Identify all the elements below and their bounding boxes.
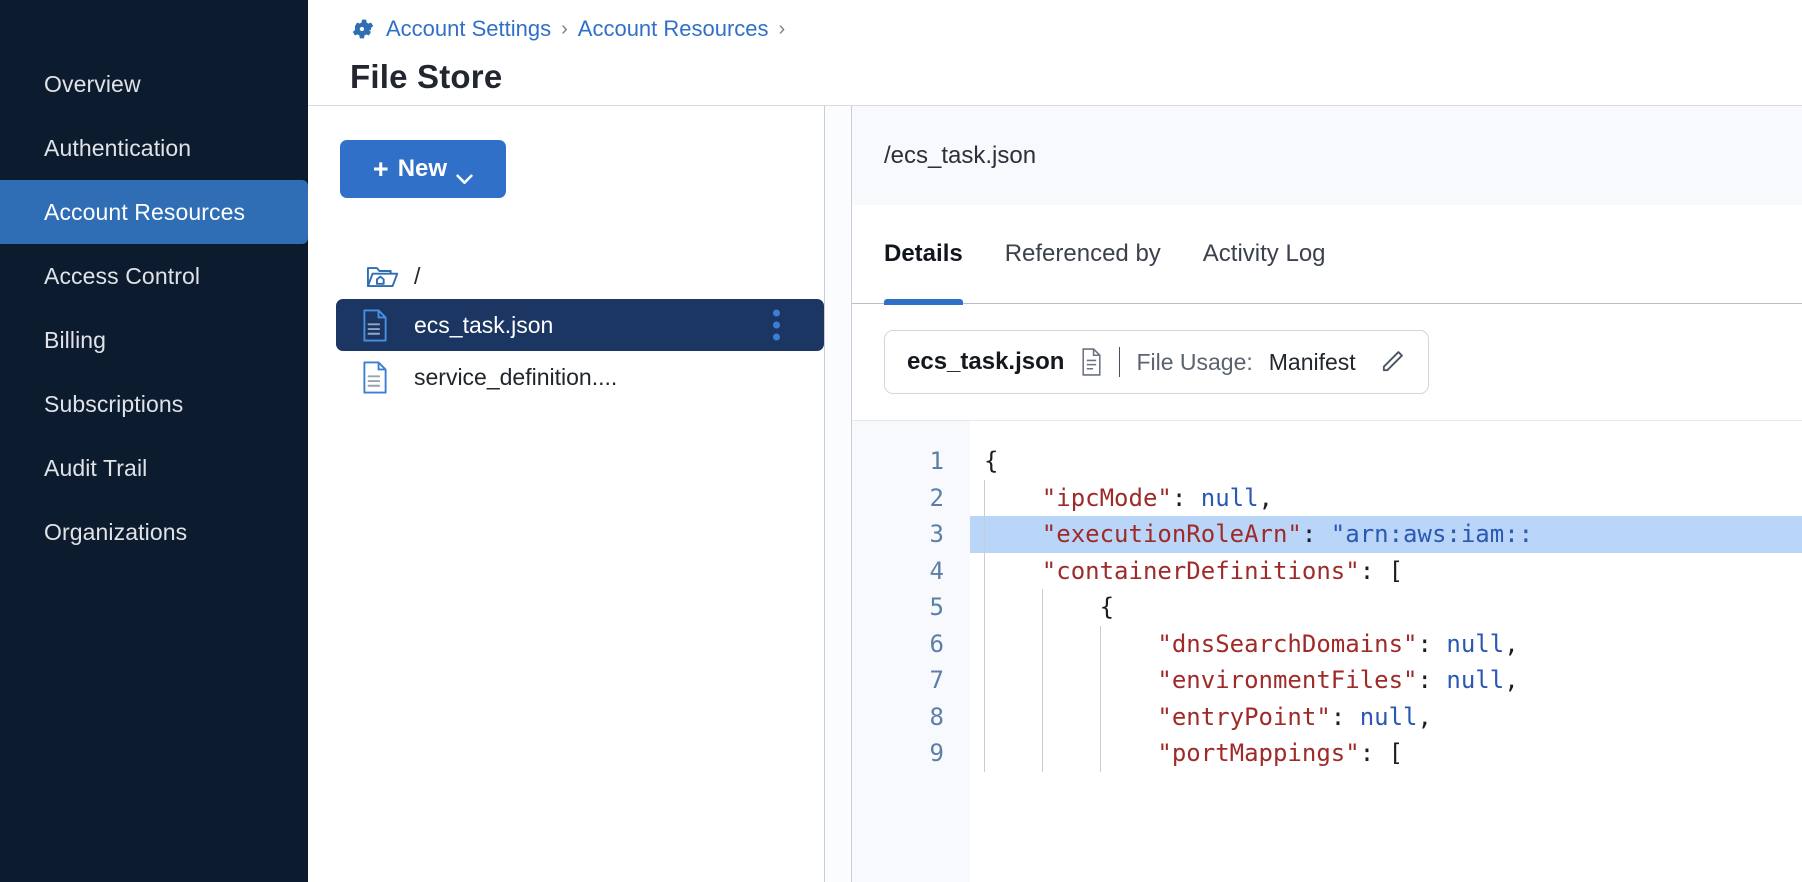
chevron-down-icon [456, 164, 473, 184]
tab-referenced-by[interactable]: Referenced by [1005, 205, 1161, 304]
code-line: { [984, 447, 999, 475]
detail-tabs: Details Referenced by Activity Log [852, 205, 1802, 305]
tab-activity-log[interactable]: Activity Log [1203, 205, 1326, 304]
file-usage-filename: ecs_task.json [907, 348, 1065, 375]
tree-file-row[interactable]: ecs_task.json [336, 299, 824, 351]
sidebar-item-account-resources[interactable]: Account Resources [0, 180, 308, 244]
tree-file-label: ecs_task.json [414, 311, 554, 338]
line-number: 7 [929, 666, 944, 694]
new-button-label: New [397, 155, 448, 182]
breadcrumb-link-account-settings[interactable]: Account Settings [386, 16, 552, 41]
line-number: 6 [929, 629, 944, 658]
file-path-bar: /ecs_task.json [852, 106, 1802, 205]
gear-icon [350, 16, 376, 42]
file-tree-panel: + New / ecs_task.json service_definition..… [308, 106, 824, 882]
tab-label: Details [884, 240, 963, 267]
sidebar-item-overview[interactable]: Overview [0, 52, 308, 116]
editor-line-numbers: 1 2 3 4 5 6 7 8 9 [852, 421, 970, 882]
line-number: 8 [929, 702, 944, 731]
sidebar-item-label: Audit Trail [44, 454, 148, 481]
code-editor[interactable]: 1 2 3 4 5 6 7 8 9 { "ipcMode": null,"executionRol… [852, 420, 1802, 882]
code-line: "entryPoint": null, [970, 698, 1802, 735]
tree-root-label: / [414, 262, 421, 289]
breadcrumb-separator: › [778, 17, 786, 40]
code-line: "dnsSearchDomains": null, [970, 625, 1802, 662]
sidebar-item-organizations[interactable]: Organizations [0, 500, 308, 564]
sidebar-item-label: Subscriptions [44, 390, 184, 417]
new-button[interactable]: + New [340, 140, 506, 198]
usage-divider [1119, 347, 1121, 377]
file-path-text: /ecs_task.json [884, 141, 1037, 169]
page-title: File Store [350, 58, 503, 95]
sidebar-item-authentication[interactable]: Authentication [0, 116, 308, 180]
tree-root-folder[interactable]: / [336, 253, 824, 299]
line-number: 5 [929, 593, 944, 621]
file-usage-box: ecs_task.json File Usage: Manifest [884, 330, 1429, 394]
panel-resizer[interactable] [824, 106, 852, 882]
code-line: "environmentFiles": null, [970, 662, 1802, 699]
main-content: Account Settings › Account Resources › F… [308, 0, 1802, 882]
page-header: Account Settings › Account Resources › F… [308, 0, 1802, 106]
tab-label: Referenced by [1004, 240, 1161, 267]
line-number: 1 [929, 447, 944, 475]
code-line: "containerDefinitions": [ [970, 552, 1802, 589]
file-usage-section: ecs_task.json File Usage: Manifest [852, 304, 1802, 420]
breadcrumb-separator: › [561, 17, 568, 40]
sidebar-item-label: Billing [44, 326, 107, 353]
code-line: "portMappings": [ [970, 735, 1802, 772]
kebab-menu-icon[interactable] [773, 309, 780, 341]
document-icon [1080, 348, 1103, 376]
code-line: "executionRoleArn": "arn:aws:iam:: [970, 516, 1802, 553]
file-detail-panel: /ecs_task.json Details Referenced by Activ… [852, 106, 1802, 882]
breadcrumb: Account Settings › Account Resources › [350, 8, 1802, 50]
sidebar-item-label: Authentication [44, 134, 192, 161]
sidebar-item-label: Account Resources [44, 198, 246, 225]
line-number: 9 [929, 739, 944, 767]
sidebar-item-label: Access Control [44, 262, 201, 289]
sidebar-item-label: Overview [44, 70, 141, 97]
breadcrumb-link-account-resources[interactable]: Account Resources [577, 16, 769, 41]
tree-file-label: service_definition.... [414, 363, 618, 390]
line-number: 2 [929, 483, 944, 512]
line-number: 4 [929, 556, 944, 585]
line-number: 3 [929, 520, 944, 548]
editor-code-area[interactable]: { "ipcMode": null,"executionRoleArn": "ar… [970, 421, 1802, 882]
plus-icon: + [372, 153, 389, 184]
sidebar-item-subscriptions[interactable]: Subscriptions [0, 372, 308, 436]
pencil-icon[interactable] [1378, 348, 1406, 376]
file-usage-value: Manifest [1268, 348, 1356, 375]
sidebar-item-access-control[interactable]: Access Control [0, 244, 308, 308]
tree-file-row[interactable]: service_definition.... [336, 351, 824, 403]
sidebar-item-billing[interactable]: Billing [0, 308, 308, 372]
sidebar-item-audit-trail[interactable]: Audit Trail [0, 436, 308, 500]
code-line: { [970, 589, 1802, 626]
file-json-icon [362, 360, 396, 394]
file-usage-label: File Usage: [1136, 348, 1253, 375]
folder-open-home-icon [366, 263, 400, 290]
file-tree: / ecs_task.json service_definition.... [336, 253, 824, 403]
tab-label: Activity Log [1202, 240, 1326, 267]
code-line: "ipcMode": null, [970, 479, 1802, 516]
sidebar-item-label: Organizations [44, 518, 188, 545]
file-json-icon [362, 308, 396, 342]
tab-details[interactable]: Details [884, 205, 963, 305]
